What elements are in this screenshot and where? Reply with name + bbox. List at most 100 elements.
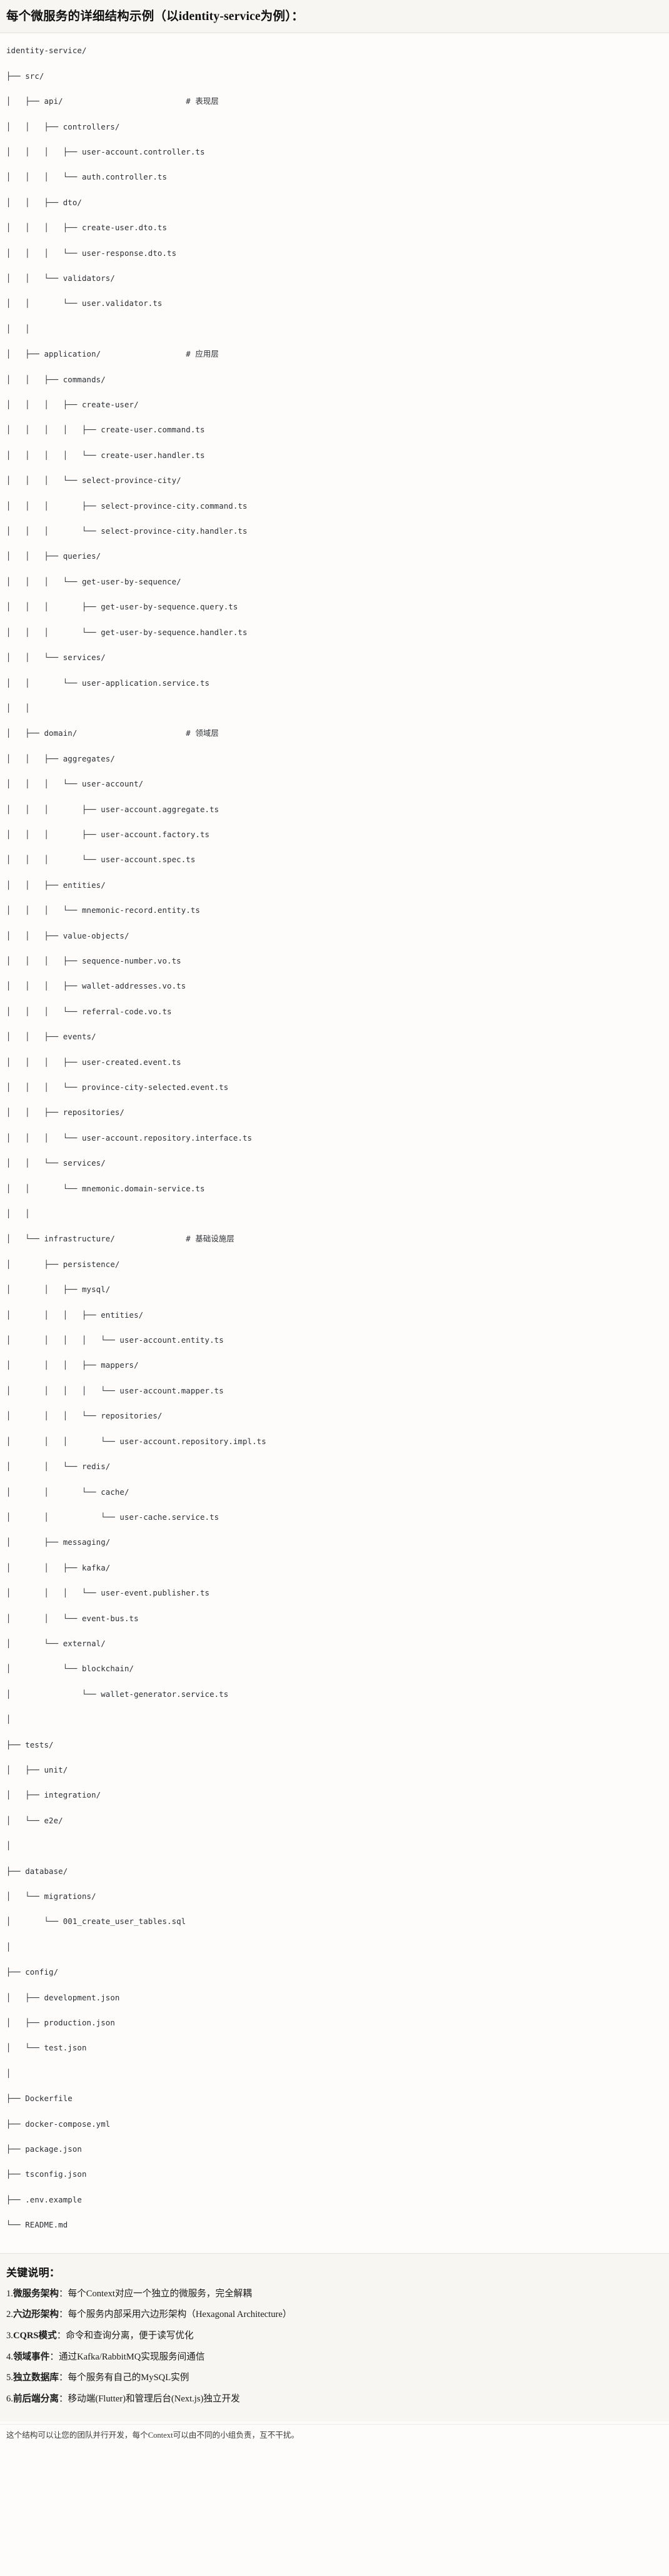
tree-line: │ └── external/	[6, 1638, 106, 1648]
tree-line: │ │ │ ├── entities/	[6, 1310, 144, 1320]
tree-line: │ │	[6, 703, 30, 713]
tree-line: │ │ └── event-bus.ts	[6, 1613, 139, 1623]
tree-line: │ │ ├── entities/	[6, 880, 106, 890]
tree-line: │ │ └── validators/	[6, 273, 115, 283]
key-note-index: 6.	[6, 2393, 13, 2404]
tree-line: │ │ │ ├── create-user/	[6, 400, 139, 410]
key-notes-title: 关键说明：	[6, 2266, 60, 2279]
key-note-name: 前后端分离	[13, 2393, 59, 2404]
tree-line: │ │ │ └── user-response.dto.ts	[6, 248, 177, 258]
tree-line: │ └── blockchain/	[6, 1664, 134, 1674]
tree-line: ├── Dockerfile	[6, 2094, 73, 2104]
key-note-separator: ：	[49, 2351, 59, 2362]
tree-line: │ │ └── cache/	[6, 1487, 129, 1497]
tree-line: │ │ │ ├── create-user.dto.ts	[6, 223, 168, 233]
tree-line: ├── docker-compose.yml	[6, 2119, 111, 2129]
key-note-text: 每个服务内部采用六边形架构（Hexagonal Architecture）	[68, 2309, 292, 2320]
document-page: 每个微服务的详细结构示例（以identity-service为例）： ident…	[0, 10, 669, 2440]
key-note-text: 每个Context对应一个独立的微服务，完全解耦	[68, 2288, 252, 2299]
key-note-name: CQRS模式	[13, 2330, 57, 2341]
tree-line: │ │ │ └── get-user-by-sequence/	[6, 576, 181, 586]
key-note-item: 1.微服务架构：每个Context对应一个独立的微服务，完全解耦	[6, 2287, 663, 2301]
tree-line: │ └── test.json	[6, 2043, 87, 2053]
tree-line: │ │ └── redis/	[6, 1462, 111, 1472]
tree-line: │ │ │ ├── sequence-number.vo.ts	[6, 955, 181, 965]
tree-line: │	[6, 1714, 11, 1724]
tree-line: │ │ │ └── province-city-selected.event.t…	[6, 1082, 229, 1092]
tree-line: │ │ │ └── select-province-city.handler.t…	[6, 526, 248, 536]
key-note-index: 4.	[6, 2351, 13, 2362]
tree-line: │ │ └── user.validator.ts	[6, 298, 163, 308]
tree-line: │ ├── unit/	[6, 1764, 68, 1774]
tree-line: ├── .env.example	[6, 2194, 82, 2204]
key-note-text: 命令和查询分离，便于读写优化	[66, 2330, 194, 2341]
tree-line: │ ├── api/ # 表现层	[6, 96, 219, 106]
directory-tree: identity-service/ ├── src/ │ ├── api/ # …	[6, 44, 663, 2244]
tree-line: │ └── 001_create_user_tables.sql	[6, 1917, 186, 1927]
tree-line: │ ├── persistence/	[6, 1259, 120, 1269]
tree-line: │ │ ├── queries/	[6, 551, 101, 561]
tree-line: ├── package.json	[6, 2144, 82, 2154]
tree-line: │ │	[6, 323, 30, 333]
tree-line: │ │ │ ├── select-province-city.command.t…	[6, 501, 248, 511]
key-note-name: 领域事件	[13, 2351, 50, 2362]
tree-line: │ │ │ └── auth.controller.ts	[6, 172, 168, 182]
key-note-text: 通过Kafka/RabbitMQ实现服务间通信	[58, 2351, 205, 2362]
key-note-separator: ：	[58, 2288, 68, 2299]
tree-line: │ │ ├── kafka/	[6, 1562, 111, 1572]
tree-line: │ │ │ ├── get-user-by-sequence.query.ts	[6, 602, 238, 612]
directory-tree-code: identity-service/ ├── src/ │ ├── api/ # …	[6, 44, 663, 2231]
tree-line: ├── tests/	[6, 1739, 54, 1749]
tree-line: │ └── migrations/	[6, 1891, 96, 1901]
tree-line: │ │ │ ├── user-account.aggregate.ts	[6, 804, 219, 814]
tree-line: │ │ ├── dto/	[6, 197, 82, 207]
key-note-item: 3.CQRS模式：命令和查询分离，便于读写优化	[6, 2329, 663, 2343]
key-note-name: 六边形架构	[13, 2309, 59, 2320]
tree-line: │ │ │ ├── user-account.controller.ts	[6, 146, 205, 156]
tree-line: │	[6, 1942, 11, 1952]
tree-line: │ │ │ └── user-event.publisher.ts	[6, 1588, 210, 1598]
tree-line: │ │ ├── mysql/	[6, 1285, 111, 1295]
tree-line: │ │ │ │ ├── create-user.command.ts	[6, 425, 205, 435]
key-note-separator: ：	[56, 2330, 66, 2341]
tree-line: │ │ ├── events/	[6, 1032, 96, 1042]
tree-line: │ └── e2e/	[6, 1815, 63, 1825]
tree-line: │ │ ├── value-objects/	[6, 930, 129, 940]
tree-line: │ │ │ ├── user-account.factory.ts	[6, 829, 210, 839]
tree-line: ├── tsconfig.json	[6, 2169, 87, 2179]
tree-line: │ │ │ └── user-account.repository.interf…	[6, 1133, 253, 1143]
key-note-item: 4.领域事件：通过Kafka/RabbitMQ实现服务间通信	[6, 2350, 663, 2365]
key-note-name: 微服务架构	[13, 2288, 59, 2299]
tree-line: │ │ │ └── get-user-by-sequence.handler.t…	[6, 627, 248, 637]
tree-line: │ │ │ │ └── create-user.handler.ts	[6, 450, 205, 460]
tree-line: │ ├── integration/	[6, 1790, 101, 1800]
key-note-index: 2.	[6, 2309, 13, 2320]
key-note-separator: ：	[58, 2309, 68, 2320]
tree-line: identity-service/	[6, 46, 87, 56]
tree-line: │ │ └── services/	[6, 653, 106, 663]
tree-line: │	[6, 2068, 11, 2078]
key-note-index: 1.	[6, 2288, 13, 2299]
tree-line: │ │	[6, 1209, 30, 1219]
tree-line: │ │ └── services/	[6, 1158, 106, 1168]
tree-line: │ │ └── mnemonic.domain-service.ts	[6, 1183, 205, 1193]
key-note-index: 5.	[6, 2373, 13, 2383]
tree-line: │ │ ├── aggregates/	[6, 753, 115, 763]
key-note-item: 6.前后端分离：移动端(Flutter)和管理后台(Next.js)独立开发	[6, 2392, 663, 2406]
tree-line: │ │ ├── repositories/	[6, 1107, 124, 1117]
page-title: 每个微服务的详细结构示例（以identity-service为例）：	[6, 10, 304, 23]
key-note-separator: ：	[58, 2373, 68, 2383]
key-note-item: 5.独立数据库：每个服务有自己的MySQL实例	[6, 2371, 663, 2385]
directory-tree-block: identity-service/ ├── src/ │ ├── api/ # …	[0, 33, 669, 2253]
tree-line: │ ├── development.json	[6, 1992, 120, 2002]
tree-line: │ │ │ └── user-account.repository.impl.t…	[6, 1436, 266, 1446]
tree-line: └── README.md	[6, 2220, 68, 2230]
tree-line: │ │ │ │ └── user-account.mapper.ts	[6, 1385, 224, 1395]
tree-line: │ │ └── user-cache.service.ts	[6, 1512, 219, 1522]
tree-line: │ └── infrastructure/ # 基础设施层	[6, 1234, 234, 1244]
key-note-separator: ：	[58, 2393, 68, 2404]
key-note-index: 3.	[6, 2330, 13, 2341]
tree-line: │ │ │ └── select-province-city/	[6, 476, 181, 486]
key-note-text: 每个服务有自己的MySQL实例	[68, 2373, 189, 2383]
